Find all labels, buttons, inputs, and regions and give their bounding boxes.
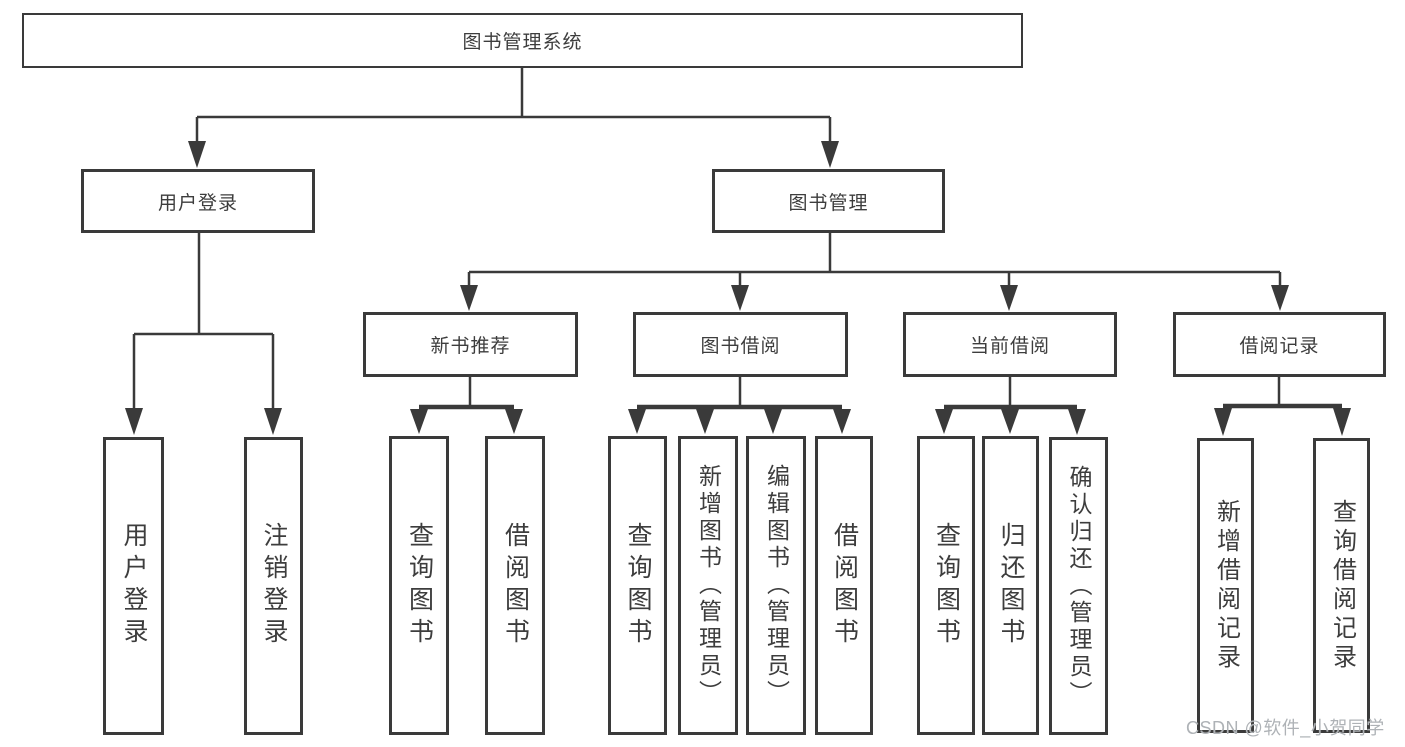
leaf-add-borrow-record: 新增借阅记录 bbox=[1197, 438, 1254, 733]
leaf-borrow-books-recommend: 借阅图书 bbox=[485, 436, 545, 735]
leaf-query-books-current: 查询图书 bbox=[917, 436, 975, 735]
leaf-edit-books-admin: 编辑图书（管理员） bbox=[746, 436, 806, 735]
leaf-query-books-borrowing: 查询图书 bbox=[608, 436, 667, 735]
node-new-book-recommend: 新书推荐 bbox=[363, 312, 578, 377]
node-user-login: 用户登录 bbox=[81, 169, 315, 233]
leaf-confirm-return-admin: 确认归还（管理员） bbox=[1049, 437, 1108, 735]
leaf-user-login: 用户登录 bbox=[103, 437, 164, 735]
leaf-query-borrow-record: 查询借阅记录 bbox=[1313, 438, 1370, 733]
node-book-borrowing: 图书借阅 bbox=[633, 312, 848, 377]
csdn-watermark: CSDN @软件_小贺同学 bbox=[1186, 718, 1385, 738]
node-root: 图书管理系统 bbox=[22, 13, 1023, 68]
leaf-logout: 注销登录 bbox=[244, 437, 303, 735]
node-current-borrowing: 当前借阅 bbox=[903, 312, 1117, 377]
node-book-management: 图书管理 bbox=[712, 169, 945, 233]
node-borrowing-records: 借阅记录 bbox=[1173, 312, 1386, 377]
leaf-borrow-books-borrowing: 借阅图书 bbox=[815, 436, 873, 735]
leaf-return-books: 归还图书 bbox=[982, 436, 1039, 735]
leaf-add-books-admin: 新增图书（管理员） bbox=[678, 436, 738, 735]
leaf-query-books-recommend: 查询图书 bbox=[389, 436, 449, 735]
